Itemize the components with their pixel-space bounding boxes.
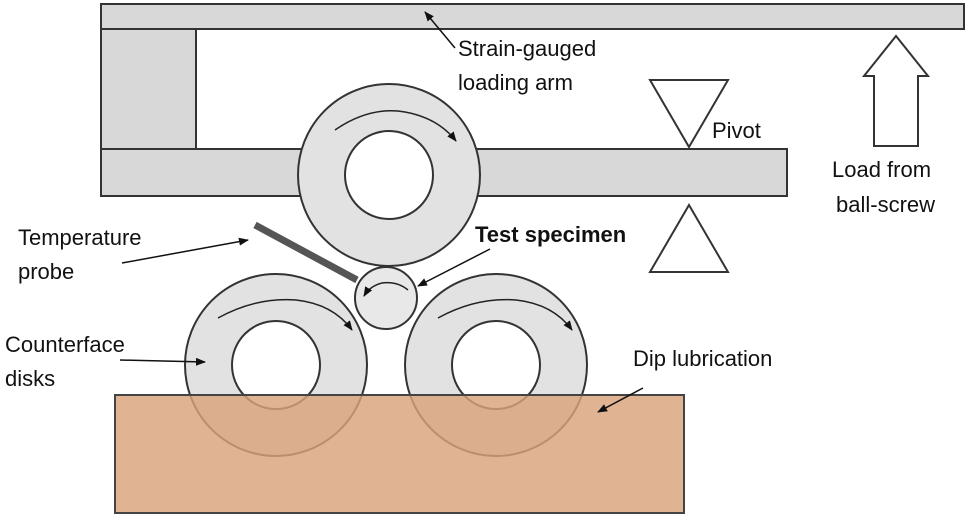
test-specimen [354, 266, 418, 330]
pivot-lower-triangle [648, 203, 730, 273]
loading-arm-label-line2: loading arm [458, 70, 573, 95]
test-specimen-label: Test specimen [475, 222, 626, 247]
temperature-probe-leader-arrow [121, 237, 249, 264]
dip-lubrication-label: Dip lubrication [633, 346, 772, 371]
test-specimen-leader-arrow [417, 248, 491, 287]
loading-arm-vertical-block [100, 28, 197, 150]
counterface-disks-leader-arrow [119, 357, 206, 366]
pivot-label: Pivot [712, 118, 761, 143]
loading-arm-leader-arrow [424, 11, 456, 49]
dip-lubrication-bath [114, 394, 685, 514]
load-label-line1: Load from [832, 157, 931, 182]
load-label-line2: ball-screw [836, 192, 935, 217]
test-specimen-rotation-arrow [363, 281, 409, 297]
counterface-disk-right-rotation-arrow [437, 298, 573, 331]
pivot-upper-triangle [648, 79, 730, 149]
loading-arm-label-line1: Strain-gauged [458, 36, 596, 61]
dip-lubrication-leader-arrow [597, 387, 644, 413]
upper-disk-bore [344, 130, 434, 220]
counterface-disks-label-line1: Counterface [5, 332, 125, 357]
temperature-probe-label-line1: Temperature [18, 225, 142, 250]
temperature-probe-label-line2: probe [18, 259, 74, 284]
counterface-disks-label-line2: disks [5, 366, 55, 391]
temperature-probe [253, 221, 359, 284]
counterface-disk-left-rotation-arrow [217, 298, 353, 331]
upper-disk-rotation-arrow [334, 110, 457, 142]
load-arrow [861, 34, 931, 147]
loading-arm-top-bar [100, 3, 965, 30]
